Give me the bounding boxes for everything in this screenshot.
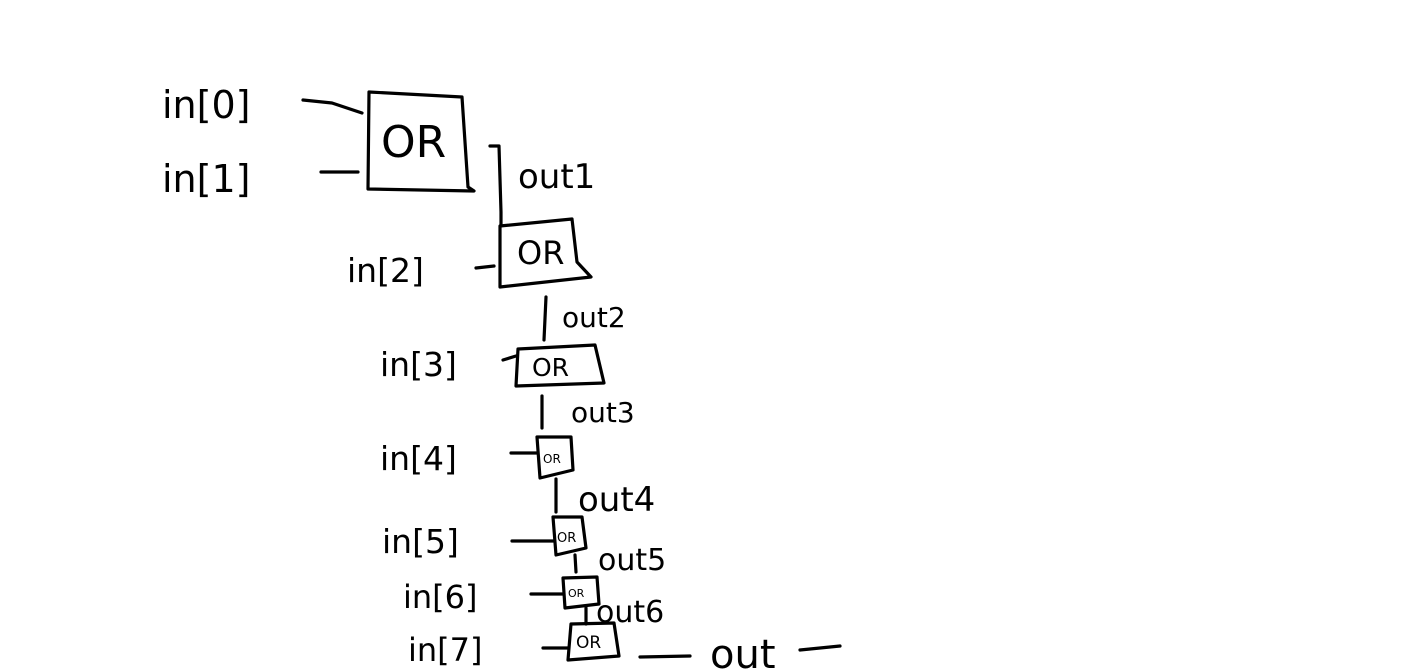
final-output-tail (798, 644, 842, 652)
input-label-in2: in[2] (347, 251, 424, 290)
input-label-in3: in[3] (380, 345, 457, 384)
or-gate-5 (551, 515, 588, 557)
intermediate-label-out1: out1 (518, 157, 595, 197)
wire-out2 (542, 295, 548, 342)
or-gate-4-label: OR (543, 452, 561, 466)
final-output-label: out (710, 632, 776, 672)
input-label-in0: in[0] (162, 83, 250, 127)
input-label-in6: in[6] (403, 578, 478, 616)
wire-out5 (573, 553, 578, 574)
or-gate-1-label: OR (381, 117, 446, 168)
input-label-in5: in[5] (382, 522, 459, 561)
or-gate-3-label: OR (532, 353, 569, 382)
intermediate-label-out3: out3 (571, 396, 635, 429)
wire-in2 (474, 264, 496, 270)
intermediate-label-out5: out5 (598, 543, 666, 578)
wire-final-output (638, 654, 692, 659)
or-gate-3 (514, 343, 606, 388)
intermediate-label-out2: out2 (562, 301, 626, 334)
or-gate-5-label: OR (557, 531, 576, 546)
or-gate-1 (366, 90, 476, 193)
or-gate-4 (535, 435, 575, 480)
or-gate-2 (498, 217, 593, 289)
input-label-in4: in[4] (380, 439, 457, 478)
or-gate-6 (561, 575, 601, 610)
input-label-in7: in[7] (408, 631, 483, 669)
or-gate-7 (566, 621, 621, 662)
or-gate-7-label: OR (576, 633, 601, 653)
intermediate-label-out4: out4 (578, 480, 655, 520)
input-label-in1: in[1] (162, 157, 250, 201)
or-gate-2-label: OR (517, 234, 564, 272)
wire-in3 (501, 354, 518, 362)
or-gate-6-label: OR (568, 587, 585, 600)
wire-in0 (301, 98, 364, 115)
wire-out1 (488, 144, 503, 228)
